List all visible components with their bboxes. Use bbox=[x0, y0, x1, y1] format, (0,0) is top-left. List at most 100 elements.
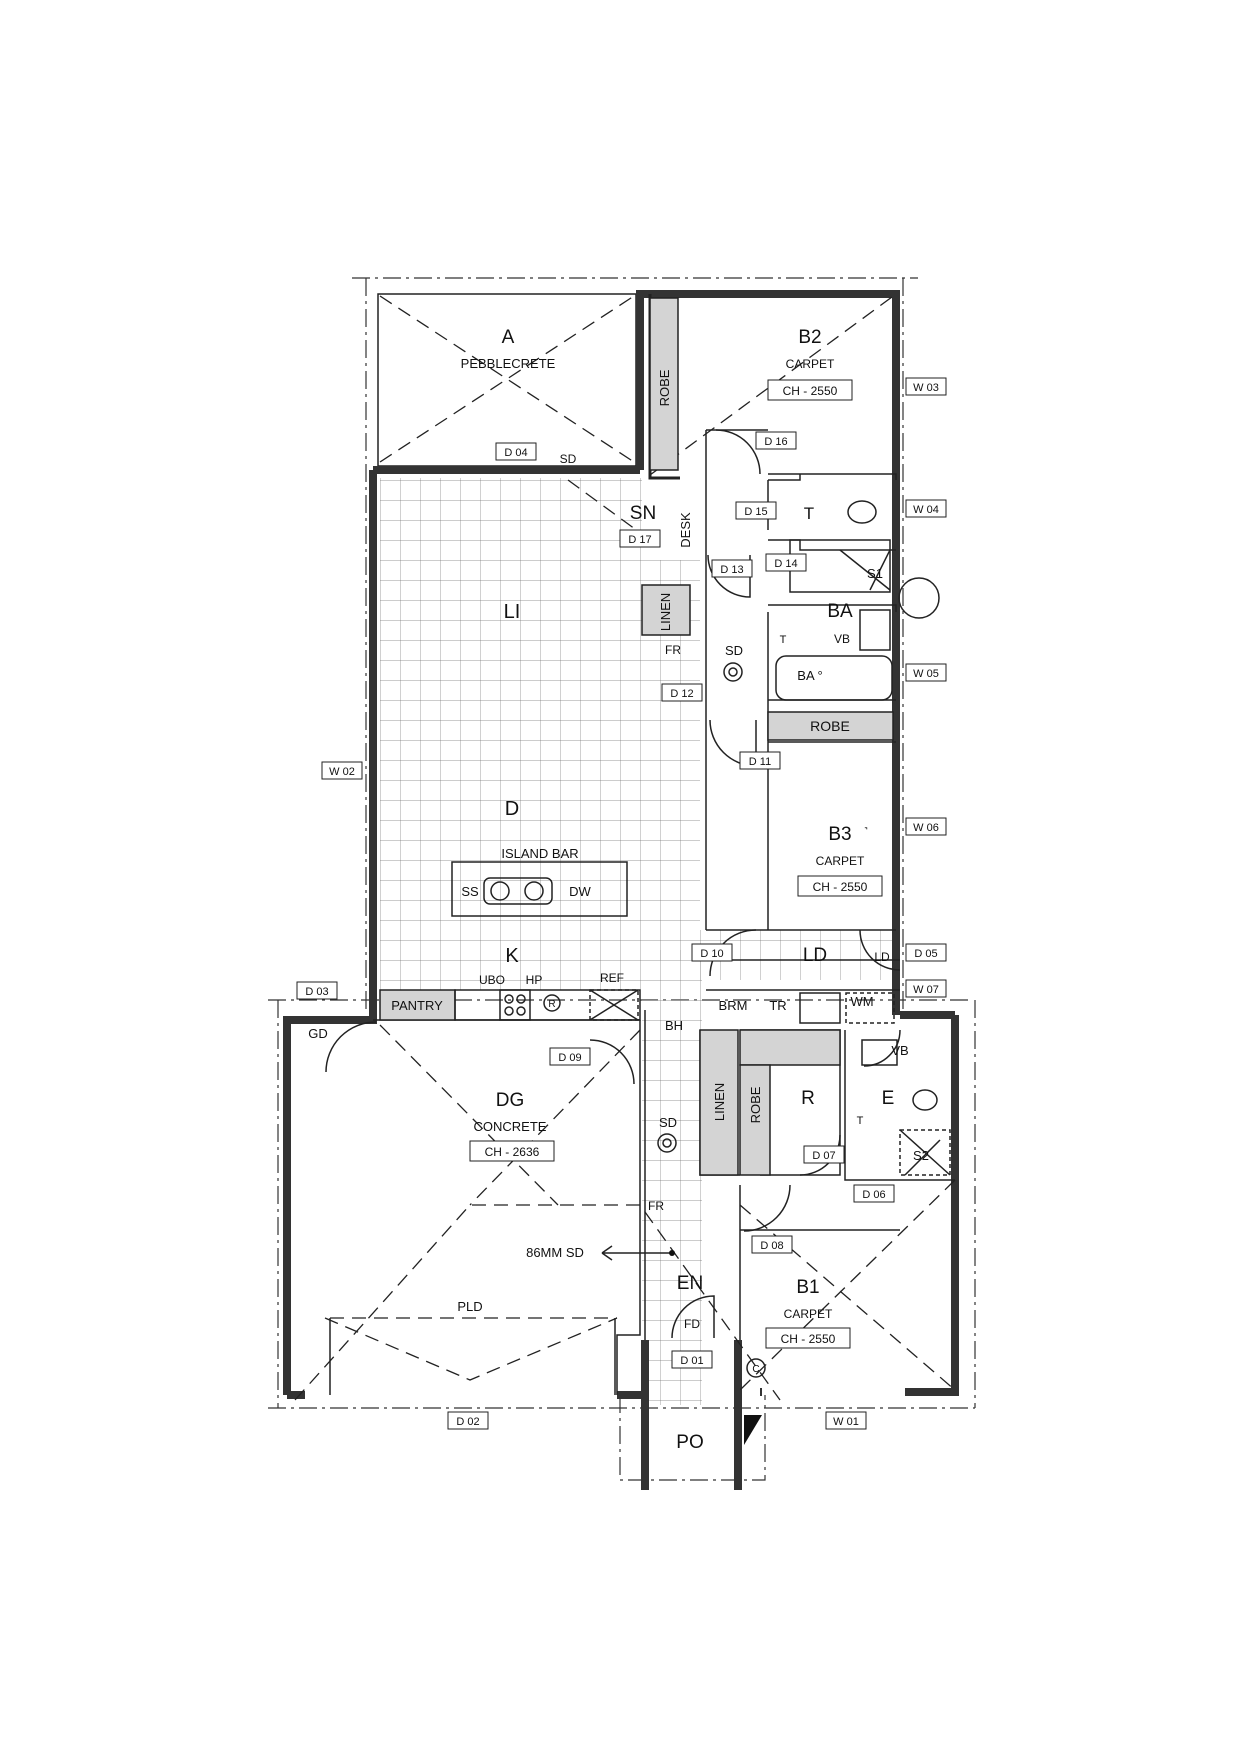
door-tag-d15 bbox=[735, 501, 777, 520]
label-86mm-sd: 86MM SD bbox=[526, 1245, 584, 1260]
door-label-d09: D 09 bbox=[558, 1052, 581, 1064]
circle-c bbox=[746, 1358, 766, 1378]
meter-box-icon bbox=[744, 1415, 762, 1445]
external-walls bbox=[283, 290, 959, 1490]
door-tag-d10 bbox=[691, 943, 733, 962]
alfresco-area bbox=[377, 293, 637, 467]
sd-point bbox=[669, 1250, 675, 1256]
window-tag-w01 bbox=[825, 1411, 867, 1430]
door-swings bbox=[325, 429, 901, 1339]
label-fd: FD bbox=[684, 1317, 700, 1331]
ceiling-tag-b2 bbox=[767, 379, 853, 401]
room-code-a: A bbox=[502, 327, 515, 348]
window-tag-w06 bbox=[905, 817, 947, 836]
door-tag-d02 bbox=[447, 1411, 489, 1430]
label-sd-lower: SD bbox=[659, 1115, 677, 1130]
ceiling-tag-dg bbox=[469, 1140, 555, 1162]
smoke-detector-top-inner bbox=[728, 667, 738, 677]
door-tag-d07 bbox=[803, 1145, 845, 1164]
robe-b2 bbox=[649, 297, 679, 471]
label-sd-alfresco: SD bbox=[560, 452, 577, 466]
arrow-86mm-sd bbox=[601, 1245, 672, 1261]
label-r-circle: R bbox=[548, 999, 555, 1010]
room-code-b3: B3 bbox=[828, 824, 851, 845]
robe-r-side bbox=[739, 1064, 771, 1176]
door-label-d17: D 17 bbox=[628, 534, 651, 546]
door-tag-d09 bbox=[549, 1047, 591, 1066]
label-pantry: PANTRY bbox=[391, 998, 443, 1013]
door-tag-d17 bbox=[619, 529, 661, 548]
label-ubo: UBO bbox=[479, 973, 505, 987]
pantry-unit bbox=[379, 989, 456, 1021]
window-tag-w07 bbox=[905, 979, 947, 998]
label-s1: S1 bbox=[867, 566, 883, 581]
door-label-d10: D 10 bbox=[700, 948, 723, 960]
door-label-d05: D 05 bbox=[914, 948, 937, 960]
label-vb-ensuite: VB bbox=[891, 1043, 908, 1058]
room-code-sn: SN bbox=[630, 503, 656, 524]
label-island-bar: ISLAND BAR bbox=[501, 846, 578, 861]
door-label-d12: D 12 bbox=[670, 688, 693, 700]
tiled-floor-living bbox=[380, 478, 642, 990]
door-tag-d06 bbox=[853, 1184, 895, 1203]
room-finish-a: PEBBLECRETE bbox=[461, 356, 556, 371]
room-finish-b3: CARPET bbox=[816, 854, 865, 868]
tiled-floor-entry bbox=[642, 950, 702, 1405]
label-linen-lower: LINEN bbox=[712, 1083, 727, 1121]
label-ss: SS bbox=[461, 884, 479, 899]
smoke-detector-top bbox=[723, 662, 743, 682]
room-finish-dg: CONCRETE bbox=[474, 1119, 547, 1134]
bathroom-fixtures bbox=[775, 500, 951, 1176]
ceiling-tag-b1 bbox=[765, 1327, 851, 1349]
window-label-w05: W 05 bbox=[913, 668, 939, 680]
room-finish-b2: CARPET bbox=[786, 357, 835, 371]
label-ba-tub: BA ° bbox=[797, 668, 822, 683]
room-code-li: LI bbox=[504, 601, 521, 623]
room-code-b2: B2 bbox=[798, 327, 821, 348]
label-robe-b2: ROBE bbox=[657, 369, 672, 406]
door-tag-d16 bbox=[755, 431, 797, 450]
ceiling-height-b2: CH - 2550 bbox=[783, 384, 838, 398]
door-tag-d12 bbox=[661, 683, 703, 702]
label-pld: PLD bbox=[457, 1299, 482, 1314]
label-ref: REF bbox=[600, 971, 624, 985]
linen-lower bbox=[699, 1029, 739, 1176]
door-tag-d01 bbox=[671, 1350, 713, 1369]
room-code-t: T bbox=[804, 504, 814, 523]
ceiling-height-dg: CH - 2636 bbox=[485, 1145, 540, 1159]
door-label-d14: D 14 bbox=[774, 558, 797, 570]
door-label-d08: D 08 bbox=[760, 1240, 783, 1252]
label-fr-upper: FR bbox=[665, 643, 681, 657]
door-label-d07: D 07 bbox=[812, 1150, 835, 1162]
door-tag-d13 bbox=[711, 559, 753, 578]
label-tr: TR bbox=[769, 998, 786, 1013]
ceiling-tag-b3 bbox=[797, 875, 883, 897]
label-vb-top: VB bbox=[834, 632, 850, 646]
room-code-k: K bbox=[505, 945, 519, 967]
label-desk: DESK bbox=[678, 512, 693, 548]
window-label-w01: W 01 bbox=[833, 1416, 859, 1428]
door-tag-d14 bbox=[765, 553, 807, 572]
room-code-r: R bbox=[801, 1088, 815, 1109]
island-bar bbox=[451, 861, 628, 917]
door-label-d16: D 16 bbox=[764, 436, 787, 448]
room-code-ba: BA bbox=[827, 601, 853, 622]
room-code-d: D bbox=[505, 798, 519, 820]
door-tag-d11 bbox=[739, 751, 781, 770]
door-tag-d08 bbox=[751, 1235, 793, 1254]
door-label-d13: D 13 bbox=[720, 564, 743, 576]
window-tag-w05 bbox=[905, 663, 947, 682]
ceiling-height-b3: CH - 2550 bbox=[813, 880, 868, 894]
label-gd: GD bbox=[308, 1026, 328, 1041]
smoke-detector-mid-inner bbox=[662, 1138, 672, 1148]
door-label-d04: D 04 bbox=[504, 447, 527, 459]
label-fr-lower: FR bbox=[648, 1199, 664, 1213]
roof-line-bed2 bbox=[649, 293, 897, 476]
door-tag-d03 bbox=[296, 981, 338, 1000]
linen-upper bbox=[641, 584, 691, 636]
ceiling-height-b1: CH - 2550 bbox=[781, 1332, 836, 1346]
room-code-en: EN bbox=[677, 1273, 703, 1294]
roof-line-sn bbox=[567, 479, 651, 541]
label-s2: S2 bbox=[913, 1148, 929, 1163]
